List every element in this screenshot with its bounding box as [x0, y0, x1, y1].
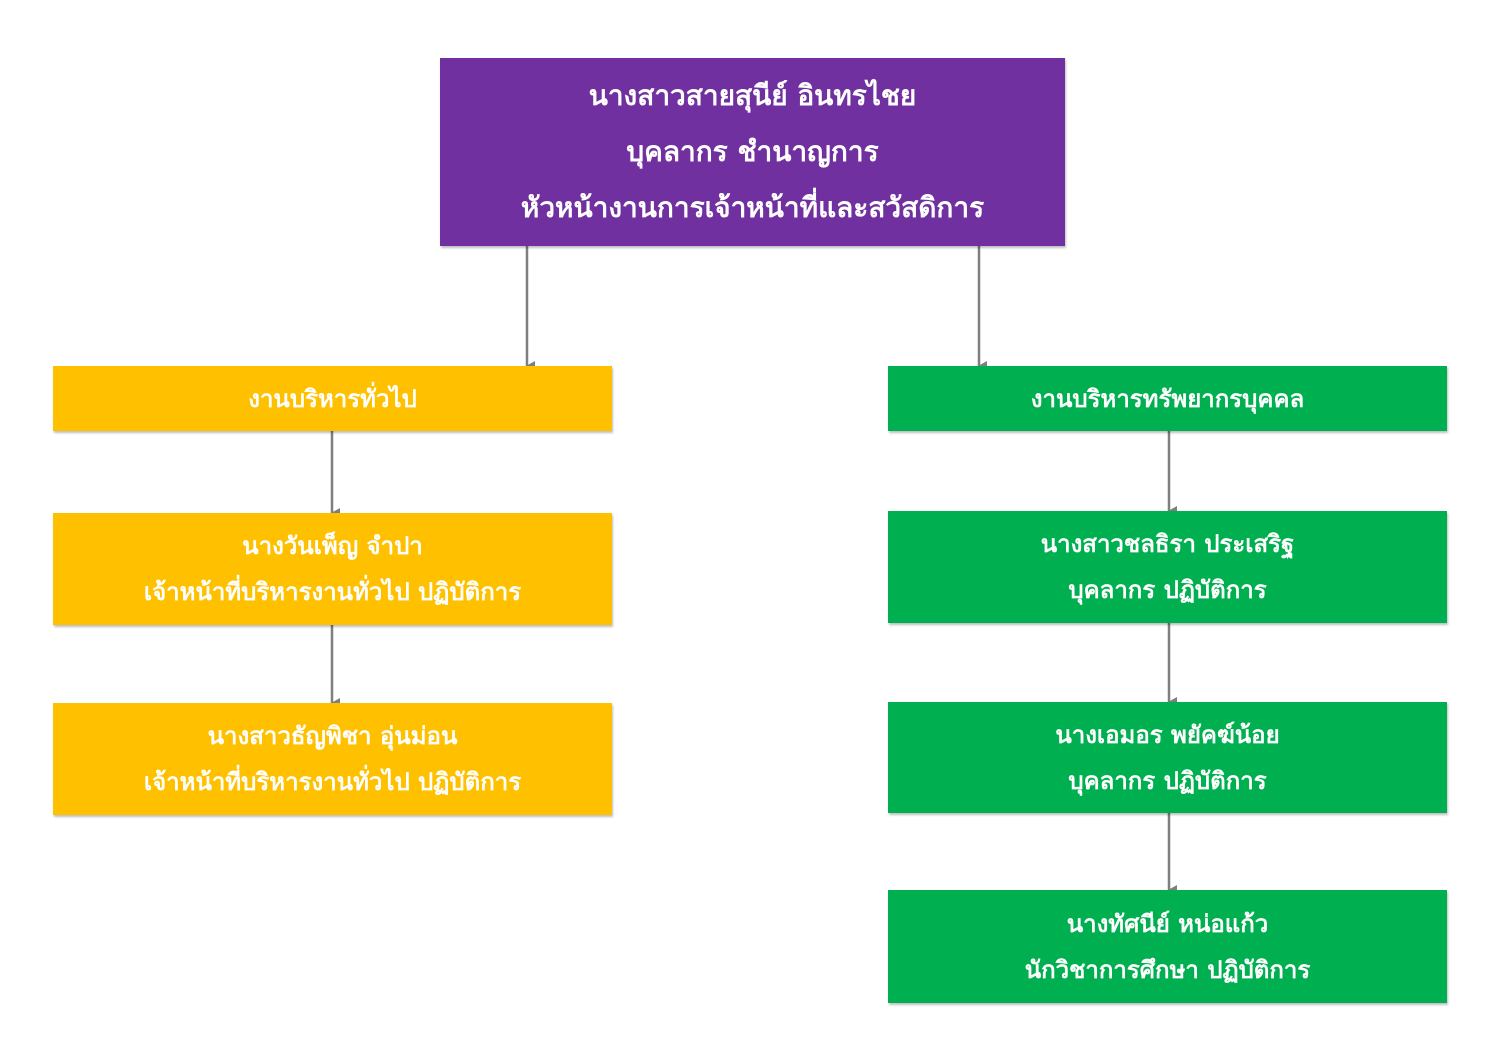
- head-position: บุคลากร ชำนาญการ: [626, 135, 879, 168]
- member-name: นางสาวธัญพิชา อุ่นม่อน: [207, 722, 458, 750]
- member-name: นางวันเพ็ญ จำปา: [242, 532, 423, 560]
- member-position: บุคลากร ปฏิบัติการ: [1068, 576, 1267, 604]
- general-admin-node: งานบริหารทั่วไป: [53, 366, 612, 431]
- member-name: นางเอมอร พยัคฆ์น้อย: [1055, 720, 1280, 749]
- member-position: เจ้าหน้าที่บริหารงานทั่วไป ปฏิบัติการ: [143, 768, 522, 796]
- general-admin-title: งานบริหารทั่วไป: [248, 384, 417, 413]
- member-position: เจ้าหน้าที่บริหารงานทั่วไป ปฏิบัติการ: [143, 578, 522, 606]
- member-position: นักวิชาการศึกษา ปฏิบัติการ: [1024, 955, 1311, 984]
- general-member-node: นางวันเพ็ญ จำปา เจ้าหน้าที่บริหารงานทั่ว…: [53, 513, 612, 625]
- head-name: นางสาวสายสุนีย์ อินทรไชย: [588, 79, 917, 112]
- head-role: หัวหน้างานการเจ้าหน้าที่และสวัสดิการ: [520, 191, 985, 224]
- hr-admin-title: งานบริหารทรัพยากรบุคคล: [1030, 384, 1305, 413]
- hr-member-node: นางทัศนีย์ หน่อแก้ว นักวิชาการศึกษา ปฏิบ…: [888, 890, 1447, 1003]
- member-name: นางสาวชลธิรา ประเสริฐ: [1040, 530, 1295, 558]
- hr-member-node: นางเอมอร พยัคฆ์น้อย บุคลากร ปฏิบัติการ: [888, 702, 1447, 813]
- head-node: นางสาวสายสุนีย์ อินทรไชย บุคลากร ชำนาญกา…: [440, 58, 1065, 246]
- member-position: บุคลากร ปฏิบัติการ: [1068, 766, 1267, 795]
- member-name: นางทัศนีย์ หน่อแก้ว: [1066, 909, 1269, 938]
- hr-admin-node: งานบริหารทรัพยากรบุคคล: [888, 366, 1447, 431]
- hr-member-node: นางสาวชลธิรา ประเสริฐ บุคลากร ปฏิบัติการ: [888, 511, 1447, 623]
- general-member-node: นางสาวธัญพิชา อุ่นม่อน เจ้าหน้าที่บริหาร…: [53, 703, 612, 815]
